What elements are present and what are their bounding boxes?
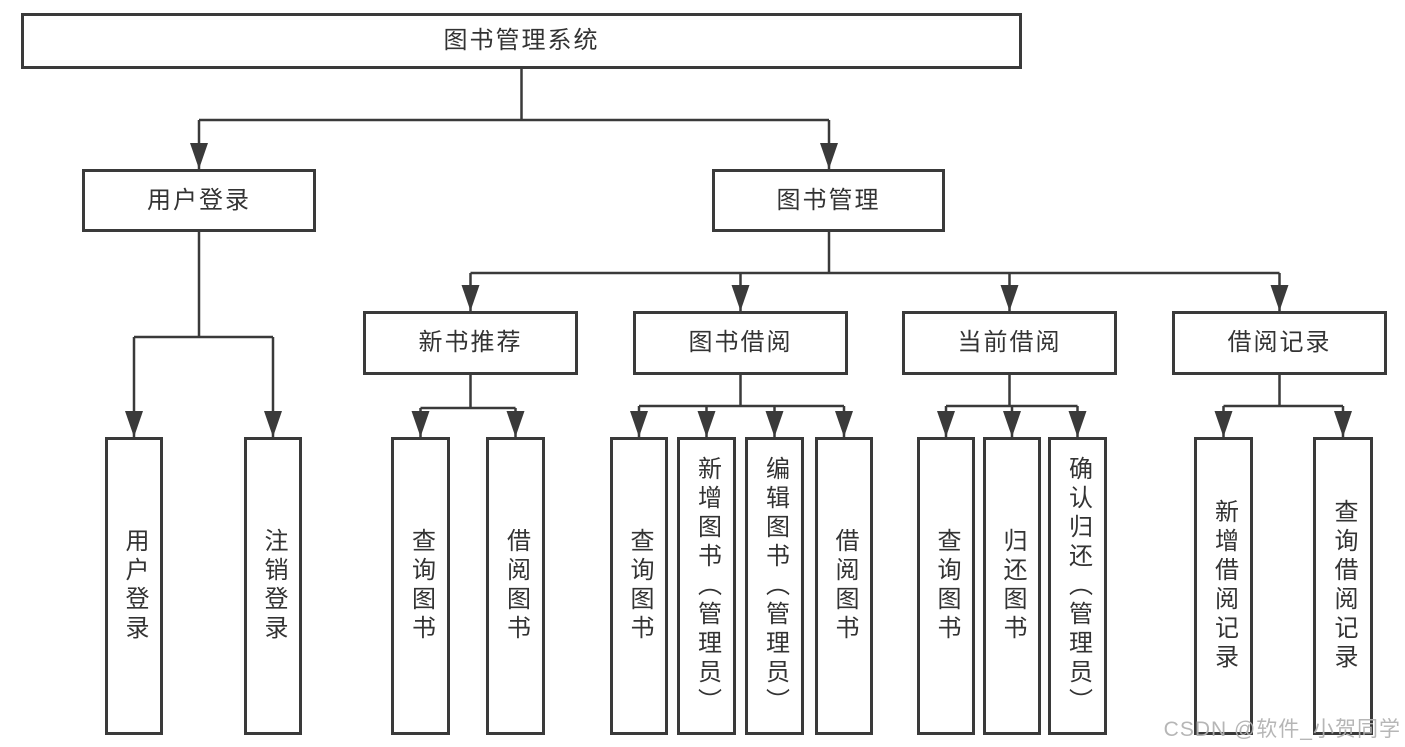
node-book-management: 图书管理 [712, 169, 945, 232]
node-book-borrowing: 图书借阅 [633, 311, 848, 375]
leaf-label: 新增借阅记录 [1210, 499, 1238, 673]
node-current-borrowing: 当前借阅 [902, 311, 1117, 375]
leaf-query-books-current: 查询图书 [917, 437, 975, 735]
leaf-query-books-recommend: 查询图书 [391, 437, 450, 735]
leaf-label: 注销登录 [260, 528, 287, 644]
leaf-borrow-books: 借阅图书 [815, 437, 873, 735]
leaf-label: 查询图书 [407, 528, 435, 644]
leaf-label: 查询图书 [626, 528, 653, 644]
node-user-login: 用户登录 [82, 169, 316, 232]
leaf-return-books: 归还图书 [983, 437, 1041, 735]
leaf-add-books-admin: 新增图书（管理员） [677, 437, 736, 735]
leaf-label: 确认归还（管理员） [1064, 455, 1092, 717]
leaf-confirm-return-admin: 确认归还（管理员） [1048, 437, 1107, 735]
leaf-edit-books-admin: 编辑图书（管理员） [745, 437, 804, 735]
node-new-book-recommend: 新书推荐 [363, 311, 578, 375]
leaf-label: 用户登录 [121, 528, 148, 644]
leaf-query-borrow-record: 查询借阅记录 [1313, 437, 1373, 735]
leaf-label: 编辑图书（管理员） [761, 455, 789, 717]
csdn-watermark: CSDN @软件_小贺同学 [1163, 718, 1401, 741]
leaf-user-login: 用户登录 [105, 437, 163, 735]
leaf-query-books-borrowing: 查询图书 [610, 437, 668, 735]
leaf-add-borrow-record: 新增借阅记录 [1194, 437, 1253, 735]
leaf-label: 归还图书 [999, 528, 1026, 644]
leaf-label: 借阅图书 [831, 528, 858, 644]
leaf-label: 查询图书 [933, 528, 960, 644]
leaf-label: 查询借阅记录 [1330, 499, 1357, 673]
leaf-logout: 注销登录 [244, 437, 302, 735]
leaf-borrow-books-recommend: 借阅图书 [486, 437, 545, 735]
leaf-label: 借阅图书 [502, 528, 530, 644]
leaf-label: 新增图书（管理员） [693, 455, 721, 717]
node-borrowing-records: 借阅记录 [1172, 311, 1387, 375]
node-library-system: 图书管理系统 [21, 13, 1022, 69]
